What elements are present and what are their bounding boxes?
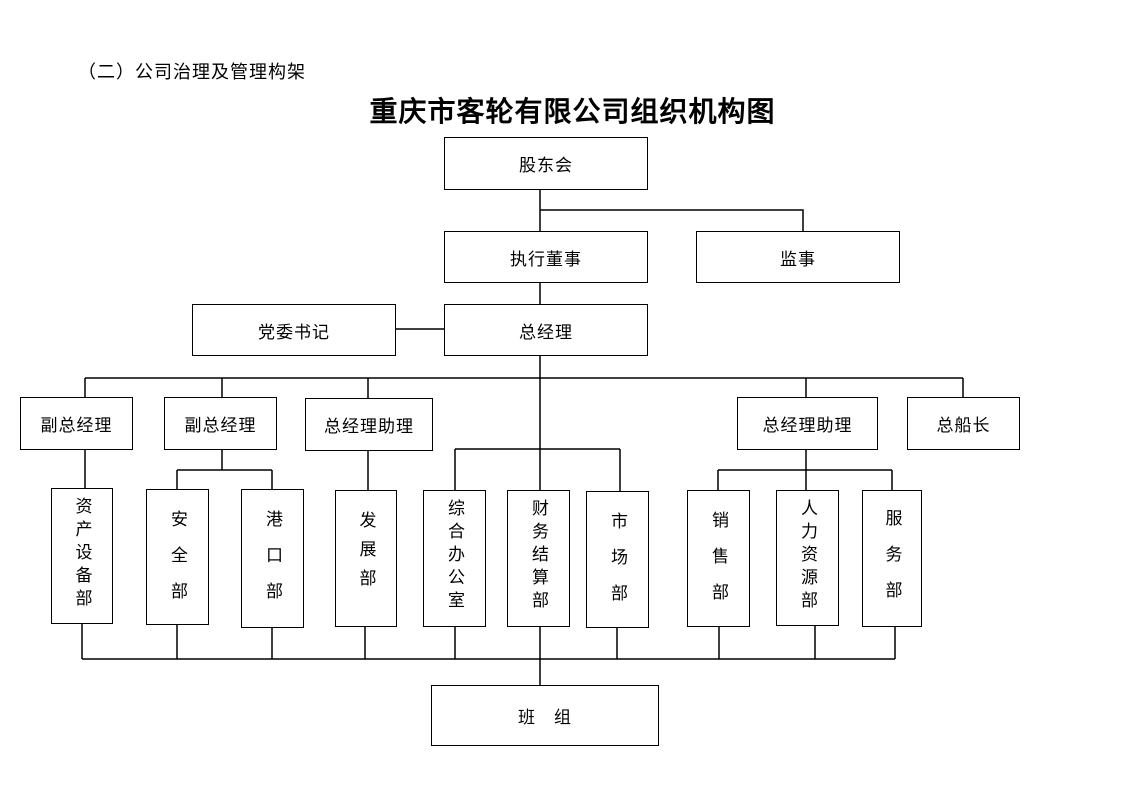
dept-label: 财务结算部 [528,499,548,614]
supervisor-node: 监事 [696,231,900,283]
dept-label: 销售部 [708,511,728,619]
finance-settlement-dept-node: 财务结算部 [507,490,570,627]
chief-captain-node: 总船长 [907,397,1020,450]
safety-dept-node: 安全部 [146,489,209,625]
executive-director-node: 执行董事 [444,231,648,283]
market-dept-node: 市场部 [586,491,649,628]
dept-label: 安全部 [167,510,187,618]
dept-label: 资产设备部 [71,497,92,612]
hr-dept-node: 人力资源部 [776,490,839,626]
dept-label: 人力资源部 [797,499,817,614]
deputy-general-manager-node: 副总经理 [164,397,277,450]
sales-dept-node: 销售部 [687,490,750,627]
gm-assistant-node: 总经理助理 [737,397,878,450]
gm-assistant-node: 总经理助理 [305,398,433,451]
dept-label: 综合办公室 [444,499,464,614]
dept-label: 发展部 [355,511,376,598]
assets-equipment-dept-node: 资产设备部 [51,488,113,624]
dept-label: 服务部 [881,509,902,617]
org-chart-title: 重庆市客轮有限公司组织机构图 [369,95,776,128]
service-dept-node: 服务部 [862,490,922,627]
deputy-general-manager-node: 副总经理 [20,397,133,450]
shareholders-node: 股东会 [444,137,648,190]
admin-office-node: 综合办公室 [423,490,486,627]
team-label: 班 组 [518,708,572,728]
port-dept-node: 港口部 [241,489,304,628]
general-manager-node: 总经理 [444,304,648,356]
party-secretary-node: 党委书记 [192,304,396,356]
team-node: 班 组 [431,685,659,746]
development-dept-node: 发展部 [335,490,397,627]
dept-label: 市场部 [607,512,627,620]
dept-label: 港口部 [262,510,282,618]
section-heading: （二）公司治理及管理构架 [78,62,306,83]
